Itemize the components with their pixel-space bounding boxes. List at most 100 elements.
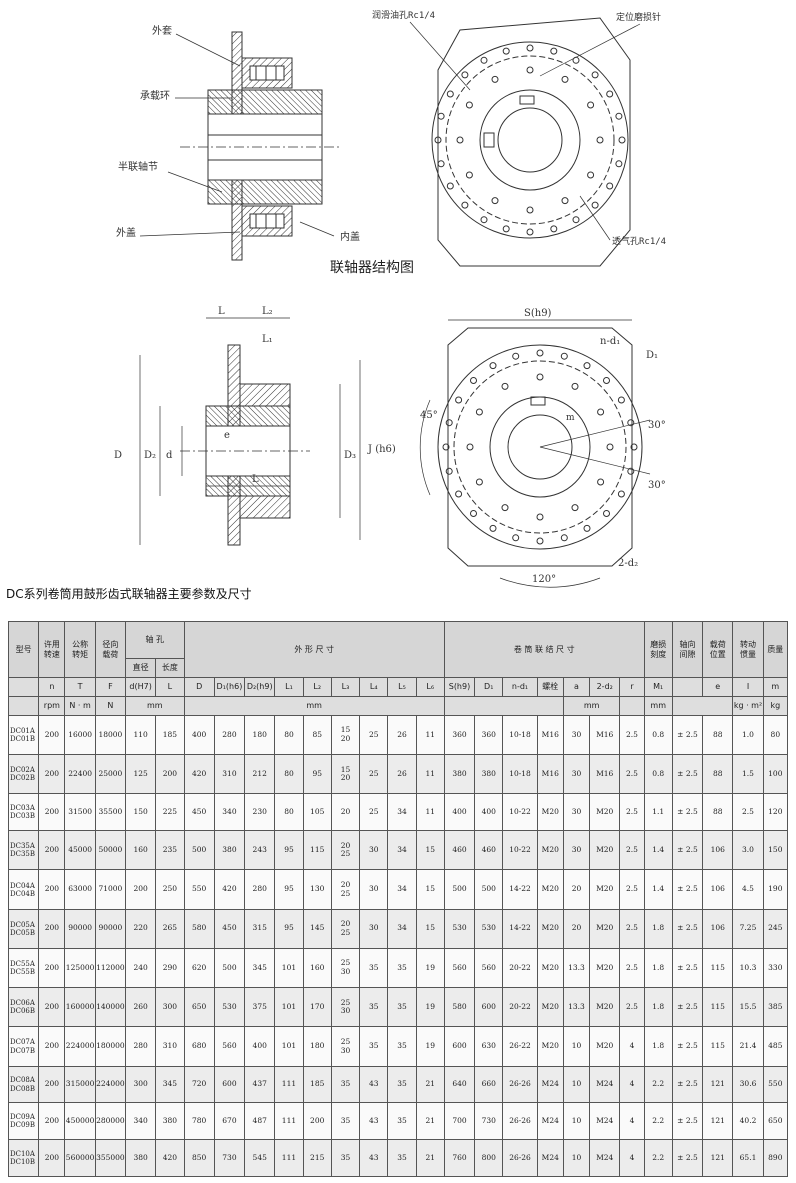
th-symbol: d(H7) [125,677,157,697]
cell: 106 [702,869,734,910]
th-symbol: S(h9) [443,677,476,697]
cell: 460 [474,830,504,871]
cell: 160000 [64,987,96,1028]
bolt-hole [437,160,445,168]
bolt-hole [446,182,454,190]
cell: 200 [38,987,66,1028]
dim-30deg-b: 30° [648,480,666,491]
dim-n-d1: n-d₁ [600,336,620,347]
unit-mass: kg [762,696,789,716]
cell: 10-22 [502,793,538,832]
structure-leader-lines [139,33,335,237]
cell: M20 [589,987,621,1028]
dim-120deg: 120° [532,574,556,585]
cell: M16 [536,714,564,756]
bolt-hole [461,201,469,209]
bolt-hole [583,524,591,532]
cell: 15 [415,908,445,949]
bolt-hole [617,490,625,498]
th-symbol: m [762,677,789,697]
cell-L3: 35 [330,1102,361,1141]
cell: M24 [589,1102,621,1141]
cell: 95 [274,869,304,910]
cell: 200 [38,793,66,832]
cell: M20 [536,869,564,910]
dim-30deg-a: 30° [648,420,666,431]
cell: 35 [387,1139,417,1177]
cell: M16 [536,754,564,795]
cell: M24 [589,1065,621,1104]
dim-L2: L₂ [262,306,273,317]
cell: 300 [125,1065,157,1104]
cell: 15 [415,869,445,910]
bolt-hole [455,396,463,404]
cell: 240 [125,947,157,989]
cell: 80 [274,793,304,832]
unit-T: N · m [64,696,96,716]
unit-inertia: kg · m² [732,696,764,716]
cell: 2.5 [732,793,764,832]
unit-blank2 [671,696,734,716]
cell: ± 2.5 [671,793,704,832]
cell: 4 [619,1026,645,1067]
bolt-hole [501,504,509,512]
cell: 160 [302,947,332,989]
dim-L-inner: L [252,474,259,485]
bolt-hole [456,136,464,144]
cell: M20 [536,908,564,949]
th-torque: 公称转矩 [64,621,96,678]
cell: 385 [762,987,789,1028]
cell: 2.2 [643,1102,673,1141]
cell: 1.0 [732,714,764,756]
cell: 760 [443,1139,476,1177]
cell: 30 [562,793,591,832]
cell: 35 [387,987,417,1028]
cell: 30 [359,830,389,871]
cell: M20 [589,869,621,910]
cell: 120 [762,793,789,832]
bolt-hole [470,510,477,517]
cell: 340 [213,793,246,832]
cell: ± 2.5 [671,987,704,1028]
cell: 200 [38,714,66,756]
dim-D3: D₃ [344,450,356,461]
cell: 10-18 [502,714,538,756]
cell: 437 [244,1065,276,1104]
cell: 450 [213,908,246,949]
cell: 560 [443,947,476,989]
cell: 105 [302,793,332,832]
label-indicator: 定位磨损针 [616,11,661,23]
cell: ± 2.5 [671,947,704,989]
cell: 101 [274,987,304,1028]
structure-title: 联轴器结构图 [330,260,414,276]
cell: 500 [443,869,476,910]
cell: 500 [183,830,215,871]
th-drum: 卷 筒 联 结 尺 寸 [443,621,645,678]
th-symbol: L₆ [415,677,445,697]
cell: 35 [359,1026,389,1067]
cell: 1.1 [643,793,673,832]
bolt-hole [571,504,579,512]
cell: 200 [38,830,66,871]
bolt-hole [434,136,442,144]
cell: M20 [589,947,621,989]
bolt-hole [536,513,544,521]
bolt-hole [512,352,520,360]
cell: 106 [702,830,734,871]
cell: 560 [213,1026,246,1067]
cell: 26-22 [502,1026,538,1067]
cell: 13.3 [562,947,591,989]
cell: 4 [619,1139,645,1177]
cell: M16 [589,754,621,795]
cell: 400 [244,1026,276,1067]
cell: M20 [536,987,564,1028]
th-symbol: L [155,677,185,697]
parameter-table: 型号 许用转速 公称转矩 径向载荷 轴 孔 外 形 尺 寸 卷 筒 联 结 尺 … [7,621,789,1177]
unit-bore-mm: mm [125,696,185,716]
bolt-hole [465,101,473,109]
